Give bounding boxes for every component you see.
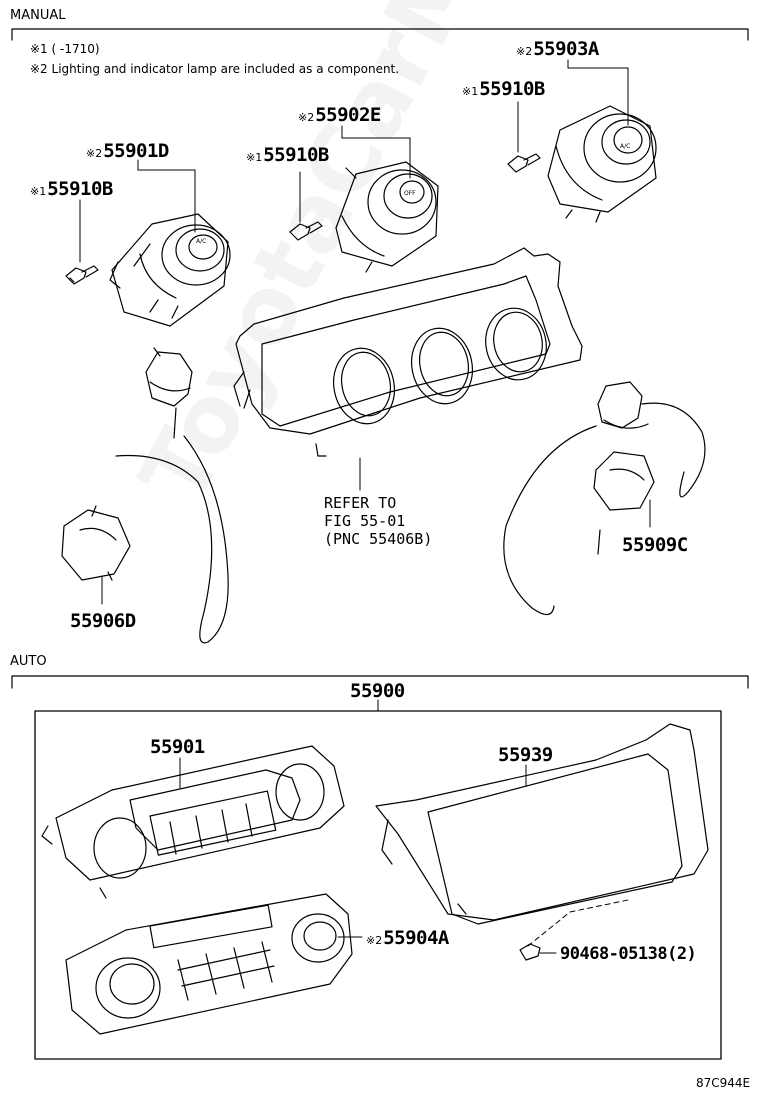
part-label-55909C: 55909C <box>622 534 688 556</box>
part-number: 55910B <box>263 144 329 166</box>
auto-section-bracket <box>11 675 749 689</box>
part-number: 55903A <box>533 38 599 60</box>
part-label-55906D: 55906D <box>70 610 136 632</box>
part-label-55902E: ※255902E <box>298 104 381 126</box>
footnote-mark: ※2 <box>298 111 315 124</box>
note-2: ※2 Lighting and indicator lamp are inclu… <box>30 62 400 76</box>
footnote-mark: ※2 <box>86 147 103 160</box>
part-label-90468-05138: 90468-05138(2) <box>560 944 697 964</box>
clip-90468-05138 <box>519 943 541 961</box>
footnote-mark: ※2 <box>366 934 383 947</box>
part-label-55903A: ※255903A <box>516 38 599 60</box>
knob-55903A: A/C <box>547 105 657 223</box>
section-label-manual: MANUAL <box>10 8 66 23</box>
screw-55910B-right <box>507 153 541 173</box>
module-55904A <box>65 893 353 1035</box>
screw-55910B-mid <box>289 221 323 241</box>
note-1: ※1 ( -1710) <box>30 42 100 56</box>
part-number: 55906D <box>70 610 136 632</box>
leader-lines-manual <box>79 59 651 605</box>
part-label-55910B-mid: ※155910B <box>246 144 329 166</box>
part-number: 55900 <box>350 680 405 702</box>
part-number: 55910B <box>47 178 113 200</box>
part-number: 55910B <box>479 78 545 100</box>
part-number: 55902E <box>315 104 381 126</box>
svg-text:A/C: A/C <box>196 238 206 245</box>
part-label-55910B-right: ※155910B <box>462 78 545 100</box>
part-label-55901: 55901 <box>150 736 205 758</box>
footnote-mark: ※1 <box>30 185 47 198</box>
part-label-55939: 55939 <box>498 744 553 766</box>
part-number: 55909C <box>622 534 688 556</box>
part-label-55900: 55900 <box>350 680 405 702</box>
panel-55901 <box>41 745 345 899</box>
part-label-55901D: ※255901D <box>86 140 169 162</box>
svg-text:A/C: A/C <box>620 143 630 150</box>
bezel-manual <box>233 247 583 457</box>
refer-line-3: (PNC 55406B) <box>324 530 433 548</box>
part-number: 55901 <box>150 736 205 758</box>
figure-code: 87C944E <box>696 1076 751 1090</box>
knob-55901D: A/C <box>109 213 231 327</box>
knob-55902E: OFF <box>335 161 439 273</box>
part-label-55904A: ※255904A <box>366 927 449 949</box>
leader-lines-auto <box>179 699 629 954</box>
footnote-mark: ※1 <box>462 85 479 98</box>
harness-55909C <box>503 381 706 616</box>
footnote-mark: ※1 <box>246 151 263 164</box>
section-label-auto: AUTO <box>10 654 47 669</box>
svg-text:OFF: OFF <box>404 190 416 197</box>
bezel-55939 <box>375 723 709 925</box>
harness-55906D <box>61 347 229 644</box>
part-number: 55939 <box>498 744 553 766</box>
refer-line-1: REFER TO <box>324 494 397 512</box>
part-label-55910B-left: ※155910B <box>30 178 113 200</box>
part-number: 55901D <box>103 140 169 162</box>
refer-note: REFER TO FIG 55-01 (PNC 55406B) <box>324 494 432 548</box>
footnote-mark: ※2 <box>516 45 533 58</box>
refer-line-2: FIG 55-01 <box>324 512 406 530</box>
part-number: 90468-05138(2) <box>560 944 697 964</box>
auto-assembly-frame <box>34 710 722 1060</box>
part-number: 55904A <box>383 927 449 949</box>
screw-55910B-left <box>65 265 99 285</box>
manual-section-bracket <box>11 28 749 41</box>
